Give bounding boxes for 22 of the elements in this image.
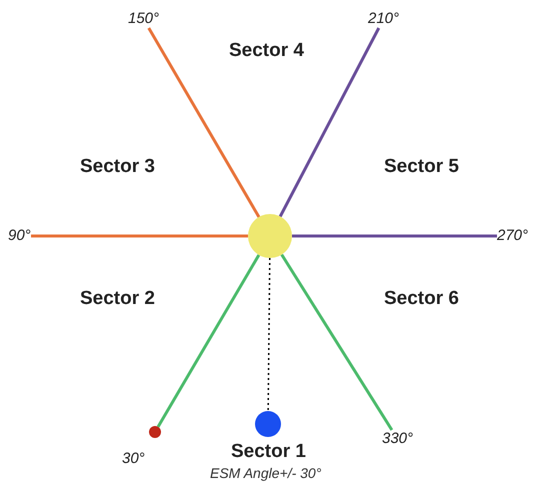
dotted-line	[267, 258, 271, 411]
sector-label: Sector 5	[384, 156, 459, 178]
sector-label: Sector 4	[229, 40, 304, 62]
angle-label: 210°	[368, 10, 400, 28]
angle-label: 330°	[382, 430, 414, 448]
sector-label: Sector 6	[384, 288, 459, 310]
note-text: ESM Angle+/- 30°	[210, 465, 322, 482]
angle-label: 150°	[128, 10, 160, 28]
angle-label: 30°	[122, 450, 145, 468]
sector-label: Sector 1	[231, 441, 306, 463]
center-marker	[248, 214, 292, 258]
sector-line	[147, 27, 260, 218]
sector-line	[292, 234, 497, 238]
sector-label: Sector 2	[80, 288, 155, 310]
sector-line	[278, 27, 380, 218]
angle-label: 270°	[497, 227, 528, 245]
endpoint-dot	[149, 426, 161, 438]
sector-label: Sector 3	[80, 156, 155, 178]
sector-line	[31, 234, 248, 238]
angle-label: 90°	[8, 227, 31, 245]
position-dot	[255, 411, 281, 437]
sector-line	[280, 254, 394, 431]
